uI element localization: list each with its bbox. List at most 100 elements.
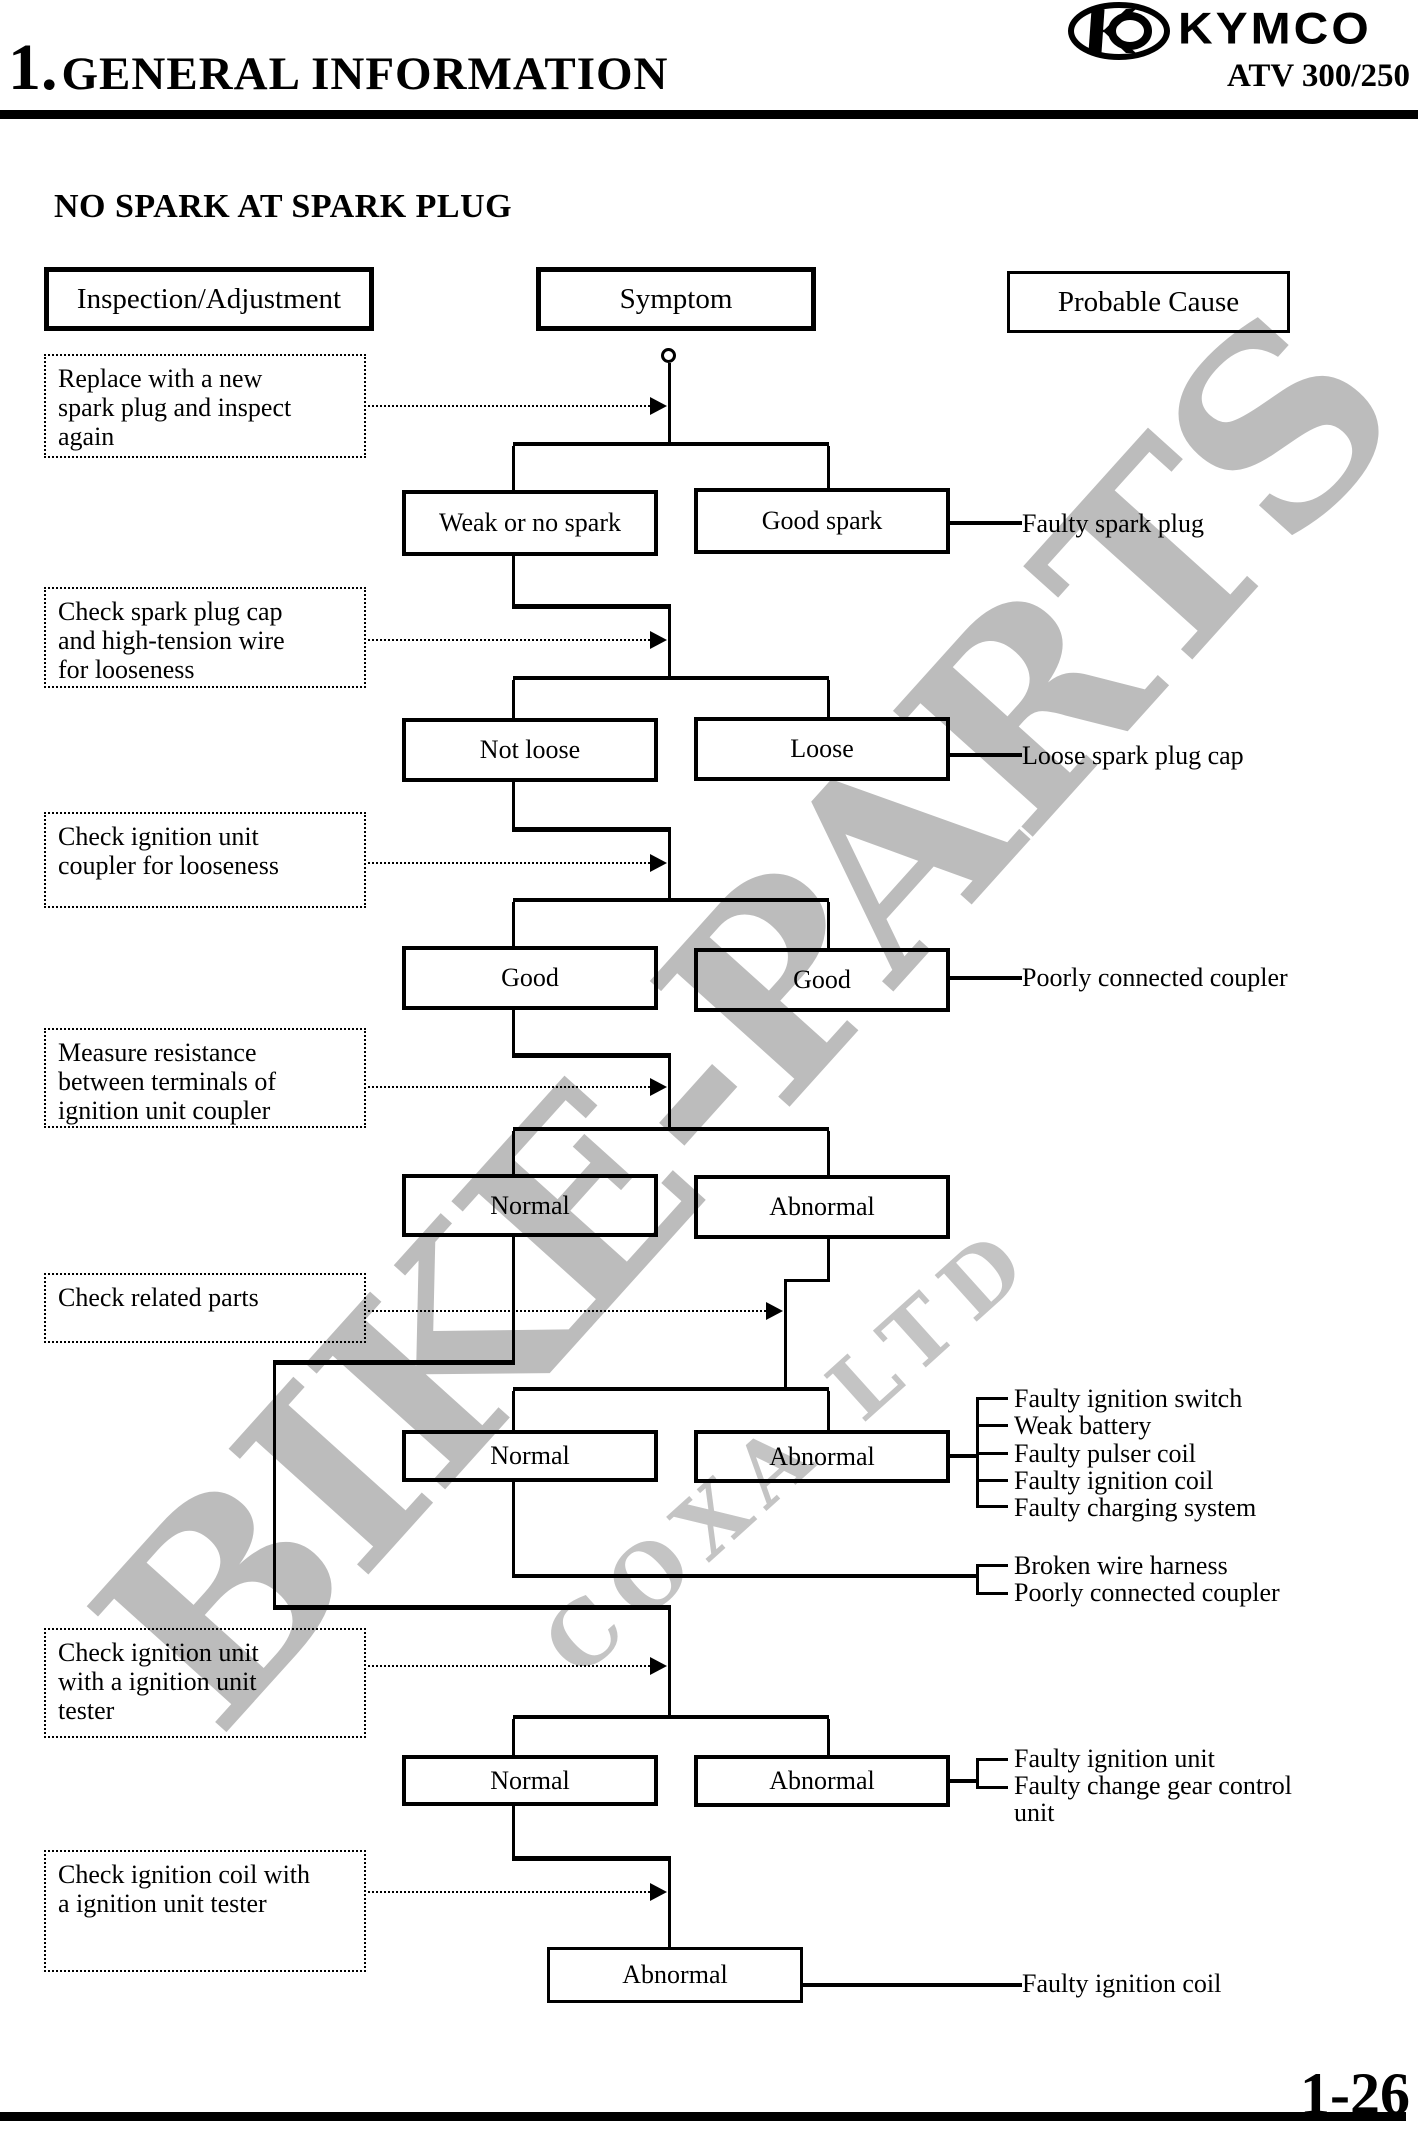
symptom-label: Abnormal [769, 1766, 875, 1795]
cause-faulty-change-gear-unit: Faulty change gear control unit [1014, 1771, 1292, 1827]
flow-line [512, 827, 671, 832]
flow-line [512, 1131, 515, 1174]
symptom-label: Not loose [479, 735, 581, 764]
arrow-line [368, 1665, 650, 1667]
flow-line [827, 1239, 830, 1282]
flow-start-node [661, 348, 676, 363]
flow-line [512, 1719, 515, 1755]
arrow-head-icon [650, 631, 667, 649]
arrow-line [368, 1891, 650, 1893]
symptom-box-not-loose: Not loose [402, 718, 658, 782]
column-header-inspection-label: Inspection/Adjustment [76, 282, 342, 315]
chapter-heading: 1. GENERAL INFORMATION [8, 30, 668, 106]
footer-rule [0, 2112, 1406, 2121]
cause-connector [950, 753, 1022, 757]
flow-line [827, 1391, 830, 1430]
cause-faulty-ignition-coil-final: Faulty ignition coil [1022, 1969, 1222, 1998]
chapter-number: 1. [8, 31, 58, 104]
flow-line [512, 902, 515, 946]
section-title: NO SPARK AT SPARK PLUG [54, 188, 513, 225]
symptom-label: Abnormal [622, 1960, 728, 1989]
inspection-box-related-parts: Check related parts [44, 1273, 366, 1343]
symptom-box-loose: Loose [694, 717, 950, 781]
model-label: ATV 300/250 [1226, 58, 1410, 94]
cause-faulty-spark-plug: Faulty spark plug [1022, 509, 1204, 538]
bracket-tick [977, 1479, 1008, 1482]
flow-line [512, 556, 515, 607]
flow-line [784, 1279, 830, 1282]
arrow-head-icon [766, 1302, 783, 1320]
flow-line [513, 1387, 829, 1391]
cause-connector [950, 1779, 977, 1783]
flow-line [273, 1605, 671, 1610]
symptom-box-related-abnormal: Abnormal [694, 1430, 950, 1483]
flow-line [668, 827, 671, 898]
symptom-label: Abnormal [769, 1441, 875, 1471]
bracket-tick [977, 1592, 1008, 1595]
kymco-logo-icon [1068, 2, 1170, 60]
bracket-tick [977, 1786, 1008, 1789]
flow-line [273, 1360, 515, 1365]
flow-line [512, 1482, 515, 1576]
bracket-tick [977, 1397, 1008, 1400]
flow-line [513, 442, 829, 446]
symptom-label: Loose [790, 734, 854, 763]
symptom-label: Normal [490, 1190, 570, 1220]
flow-line [512, 781, 515, 831]
flow-line [668, 1856, 671, 1947]
bracket-line [976, 1758, 979, 1789]
symptom-box-resistance-abnormal: Abnormal [694, 1175, 950, 1239]
symptom-box-resistance-normal: Normal [402, 1174, 658, 1237]
flow-line [668, 1605, 671, 1715]
symptom-box-tester-abnormal: Abnormal [694, 1755, 950, 1807]
header-rule [0, 110, 1418, 119]
bracket-tick [977, 1564, 1008, 1567]
flow-line [512, 1391, 515, 1430]
flow-line [512, 1856, 671, 1861]
symptom-label: Good spark [761, 506, 883, 535]
symptom-label: Good [501, 963, 559, 992]
flow-line [513, 676, 829, 680]
cause-faulty-pulser-coil: Faulty pulser coil [1014, 1439, 1196, 1468]
symptom-box-tester-normal: Normal [402, 1755, 658, 1806]
symptom-label: Normal [490, 1765, 570, 1795]
symptom-box-coupler-good: Good [402, 946, 658, 1010]
arrow-head-icon [650, 1657, 667, 1675]
symptom-box-weak-or-no-spark: Weak or no spark [402, 490, 658, 556]
flow-line [827, 446, 830, 488]
arrow-head-icon [650, 1883, 667, 1901]
bracket-tick [977, 1758, 1008, 1761]
arrow-line [368, 1086, 650, 1088]
flow-line [827, 1719, 830, 1755]
bracket-tick [977, 1505, 1008, 1508]
flow-line [668, 604, 671, 676]
cause-loose-plug-cap: Loose spark plug cap [1022, 741, 1244, 770]
cause-weak-battery: Weak battery [1014, 1411, 1152, 1440]
arrow-head-icon [650, 397, 667, 415]
flow-line [512, 1053, 671, 1058]
arrow-line [368, 1310, 766, 1312]
column-header-cause-label: Probable Cause [1057, 285, 1240, 318]
flow-line [512, 604, 671, 609]
cause-faulty-ignition-coil: Faulty ignition coil [1014, 1466, 1214, 1495]
arrow-line [368, 639, 650, 641]
cause-poorly-connected-coupler-2: Poorly connected coupler [1014, 1578, 1280, 1607]
flow-line [512, 1010, 515, 1058]
flow-line [512, 446, 515, 490]
flow-line [512, 680, 515, 718]
bracket-tick [977, 1452, 1008, 1455]
arrow-line [368, 862, 650, 864]
arrow-head-icon [650, 1078, 667, 1096]
cause-faulty-ignition-unit: Faulty ignition unit [1014, 1744, 1215, 1773]
cause-faulty-charging-system: Faulty charging system [1014, 1493, 1257, 1522]
arrow-line [368, 405, 650, 407]
inspection-box-coil-tester: Check ignition coil with a ignition unit… [44, 1850, 366, 1972]
symptom-box-coil-abnormal: Abnormal [547, 1947, 803, 2003]
cause-connector [950, 521, 1022, 525]
cause-faulty-ignition-switch: Faulty ignition switch [1014, 1384, 1243, 1413]
bracket-line [976, 1564, 979, 1595]
flow-line [512, 1237, 515, 1365]
symptom-box-good-spark: Good spark [694, 488, 950, 554]
inspection-box-plug-cap: Check spark plug cap and high-tension wi… [44, 587, 366, 688]
